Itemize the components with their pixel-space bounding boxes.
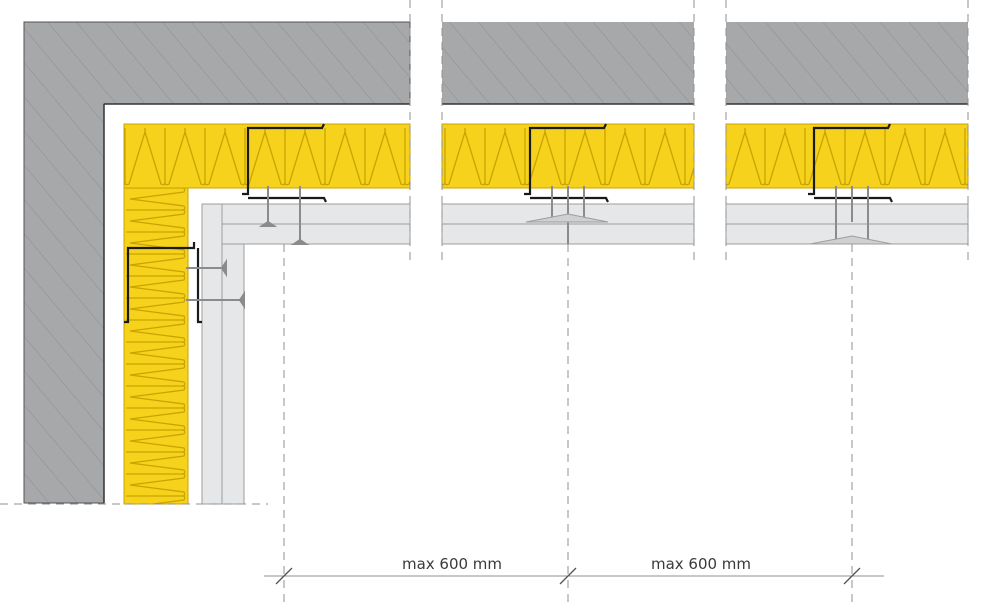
screws	[186, 186, 893, 310]
insulation-ceiling-middle	[441, 123, 695, 189]
dimension-tick-3	[843, 567, 861, 585]
dashed-guide-lines	[0, 0, 969, 608]
dimension-label-right: max 600 mm	[651, 555, 751, 573]
plasterboard-layers	[201, 203, 969, 505]
profile-ceiling-middle	[524, 123, 609, 203]
concrete-corner	[24, 22, 410, 503]
concrete-ceiling-middle	[442, 22, 694, 104]
insulation-ceiling-left	[123, 123, 411, 189]
insulation-ceiling-right	[725, 123, 969, 189]
profile-wall	[124, 242, 202, 324]
dimension-tick-2	[559, 567, 577, 585]
metal-profiles	[124, 123, 893, 324]
insulation-wall	[123, 187, 189, 505]
dimension-line: max 600 mm max 600 mm	[264, 555, 884, 585]
concrete-structure	[23, 21, 968, 504]
profile-ceiling-left	[242, 123, 327, 203]
dimension-label-left: max 600 mm	[402, 555, 502, 573]
mineral-wool-insulation	[123, 123, 969, 505]
concrete-ceiling-right	[726, 22, 968, 104]
profile-ceiling-right	[808, 123, 893, 203]
dimension-tick-1	[275, 567, 293, 585]
